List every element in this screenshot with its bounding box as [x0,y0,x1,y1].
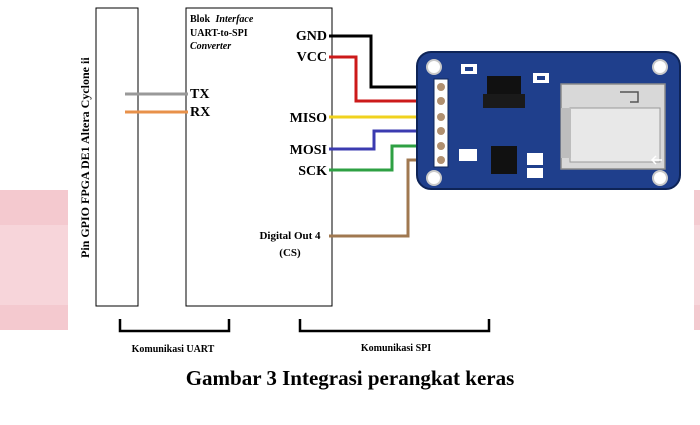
miso-label: MISO [290,111,327,126]
converter-title-italic: Interface [215,14,254,25]
smd-component-inner [465,67,473,71]
gnd-label: GND [296,29,327,44]
smd-component-inner [537,76,545,80]
mosi-label: MOSI [290,143,327,158]
uart-bracket [118,319,231,333]
tx-label: TX [190,87,209,102]
smd-component [527,168,543,178]
sd-card-spring [620,91,639,103]
converter-title-line3: Converter [190,41,231,52]
header-pins [437,83,445,164]
mounting-hole [426,59,442,75]
sck-label: SCK [298,164,327,179]
converter-title: Blok Interface UART-to-SPI Converter [190,14,256,52]
sd-card-contacts [561,108,571,158]
fpga-block-label: Pin GPIO FPGA DE1 Altera Cyclone ii [78,57,92,258]
uart-bracket-label: Komunikasi UART [132,344,215,355]
spi-bracket-label: Komunikasi SPI [361,343,431,354]
spi-bracket [298,319,491,333]
sd-card-slot-inner [569,107,661,163]
vcc-wire [329,55,441,103]
pin-header [433,78,449,168]
mounting-hole [652,59,668,75]
mounting-hole [426,170,442,186]
mosi-wire [329,129,441,151]
converter-title-line1: Blok [190,14,210,25]
fpga-block [95,7,139,307]
converter-title-line2: UART-to-SPI [190,28,248,39]
sd-card-module [416,51,681,190]
figure-caption: Gambar 3 Integrasi perangkat keras [185,366,515,390]
voltage-regulator-body [483,94,525,108]
converter-block [185,7,333,307]
cs-label-line1: Digital Out 4 [259,230,321,242]
vcc-label: VCC [297,50,327,65]
cs-label-line2: (CS) [279,247,301,259]
arrow-icon [650,155,662,165]
mounting-hole [652,170,668,186]
gnd-wire [329,34,441,89]
ic-chip [491,146,517,174]
smd-component [459,149,477,161]
caption-box [68,360,694,396]
voltage-regulator [487,76,521,96]
rx-label: RX [190,105,210,120]
smd-component [527,153,543,165]
